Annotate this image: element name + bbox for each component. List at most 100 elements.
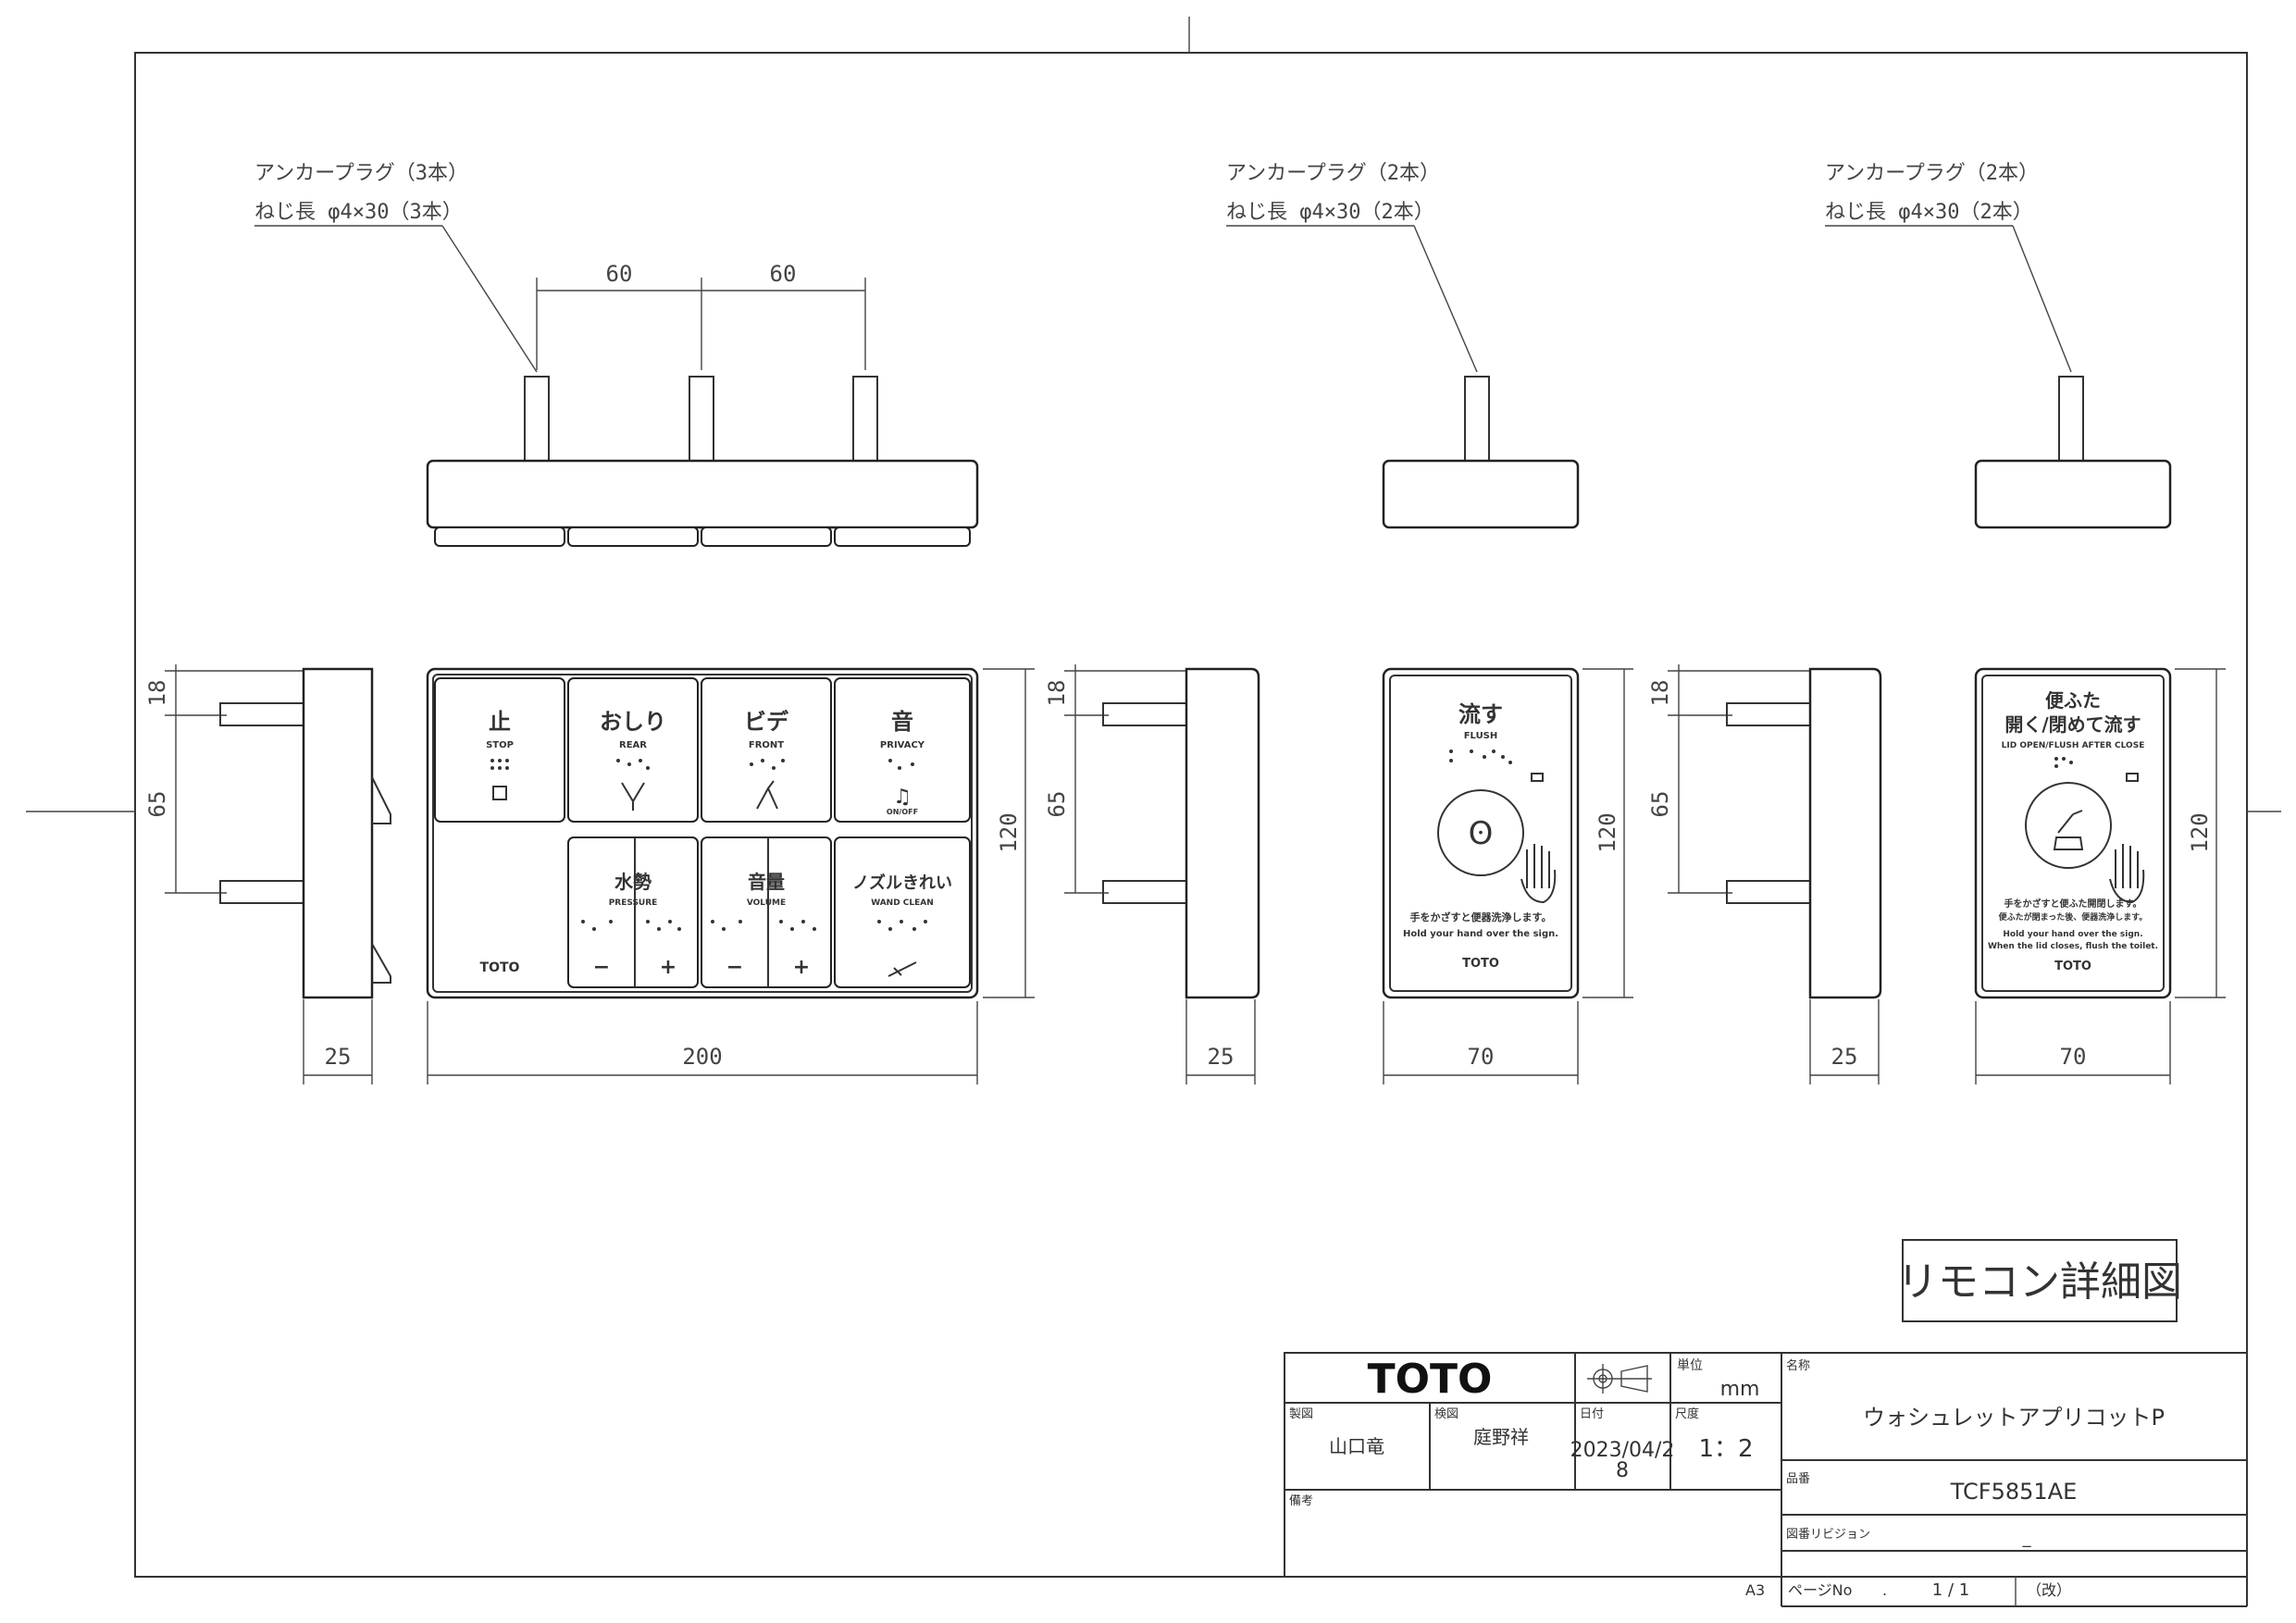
flush-title: 流す (1458, 701, 1503, 727)
lid-jp-1: 手をかざすと便ふた開閉します。 (2004, 898, 2142, 910)
top-view-lid: アンカープラグ（2本） ねじ長 φ4×30（2本） (1825, 162, 2172, 529)
hand-icon-lid (2109, 844, 2145, 904)
button-rear[interactable]: おしり REAR (567, 677, 699, 823)
annotation-screw-left: ねじ長 φ4×30（3本） (254, 201, 463, 224)
braille-dots-lid (2054, 757, 2073, 768)
svg-text:検図: 検図 (1434, 1407, 1458, 1421)
side-view-lid: 18 65 25 (1647, 664, 1882, 1084)
battery-icon-lid (2126, 773, 2139, 782)
logo-main: TOTO (480, 960, 520, 975)
button-privacy[interactable]: 音 PRIVACY ♫ ON/OFF (834, 677, 971, 823)
svg-text:単位: 単位 (1677, 1358, 1703, 1373)
svg-text:日付: 日付 (1580, 1407, 1604, 1421)
top-view-flush: アンカープラグ（2本） ねじ長 φ4×30（2本） (1226, 162, 1580, 529)
svg-text:STOP: STOP (486, 740, 514, 750)
flush-jp-text: 手をかざすと便器洗浄します。 (1410, 911, 1552, 923)
svg-text:品番: 品番 (1786, 1472, 1810, 1486)
svg-text:ON/OFF: ON/OFF (887, 808, 918, 816)
company-logo: TOTO (1368, 1356, 1493, 1403)
wand-clean-icon (887, 961, 917, 977)
drawn-by: 山口竜 (1329, 1435, 1384, 1457)
svg-text:VOLUME: VOLUME (747, 898, 786, 908)
svg-text:尺度: 尺度 (1675, 1406, 1699, 1421)
dim-width-lid: 70 (2060, 1044, 2087, 1070)
dim-height-main: 120 (996, 812, 1022, 852)
dim-height-lid: 120 (2187, 812, 2213, 852)
page-number: 1 / 1 (1932, 1580, 1969, 1600)
projection-symbol (1587, 1364, 1652, 1394)
svg-text:ビデ: ビデ (744, 709, 789, 735)
remote-flush: 流す FLUSH ʘ 手をかざすと便器洗浄します。 Hold your hand… (1382, 667, 1633, 1084)
toilet-lid-icon (2053, 810, 2084, 850)
annotation-plug-left: アンカープラグ（3本） (254, 162, 468, 185)
annotation-screw-right: ねじ長 φ4×30（2本） (1825, 201, 2033, 224)
braille-dots-flush (1449, 750, 1512, 764)
svg-text:音量: 音量 (748, 871, 785, 893)
svg-text:音: 音 (891, 709, 913, 735)
svg-text:.: . (1882, 1581, 1887, 1599)
music-note-icon: ♫ (893, 786, 912, 809)
remote-main: 止 STOP おしり REAR ビデ FRONT 音 PRIVACY ♫ ON/… (426, 667, 1035, 1084)
annotation-screw-mid: ねじ長 φ4×30（2本） (1226, 201, 1434, 224)
button-front[interactable]: ビデ FRONT (701, 677, 832, 823)
dim-anchor-gap-flush: 65 (1044, 791, 1070, 818)
side-view-main: 18 65 25 (144, 664, 391, 1084)
remote-lid: 便ふた 開く/閉めて流す LID OPEN/FLUSH AFTER CLOSE … (1974, 667, 2226, 1084)
button-wand-clean[interactable]: ノズルきれい WAND CLEAN (834, 836, 971, 988)
stop-icon (492, 786, 507, 800)
pressure-minus-icon: − (593, 956, 610, 979)
svg-text:図番リビジョン: 図番リビジョン (1786, 1528, 1870, 1542)
hand-icon (1520, 844, 1557, 904)
lid-en-1: Hold your hand over the sign. (2003, 930, 2142, 939)
lid-sub: LID OPEN/FLUSH AFTER CLOSE (2002, 741, 2145, 750)
product-name: ウォシュレットアプリコットP (1863, 1405, 2165, 1431)
svg-text:REAR: REAR (619, 740, 647, 750)
dim-anchor-gap-lid: 65 (1647, 791, 1673, 818)
svg-text:PRIVACY: PRIVACY (880, 740, 925, 750)
top-view-main: アンカープラグ（3本） ねじ長 φ4×30（3本） 60 60 (254, 162, 979, 547)
svg-text:ページNo: ページNo (1788, 1581, 1852, 1599)
dim-depth-flush: 25 (1208, 1044, 1235, 1070)
scale-value: 1：2 (1698, 1435, 1753, 1463)
volume-minus-icon: − (726, 956, 743, 979)
part-number: TCF5851AE (1950, 1479, 2077, 1505)
logo-flush: TOTO (1462, 957, 1499, 971)
dim-spacing-a: 60 (606, 261, 633, 287)
svg-text:名称: 名称 (1786, 1358, 1810, 1373)
drawing-title: リモコン詳細図 (1897, 1258, 2182, 1306)
svg-text:おしり: おしり (600, 709, 666, 735)
front-wash-icon (756, 780, 778, 810)
svg-text:WAND CLEAN: WAND CLEAN (871, 898, 934, 908)
svg-text:止: 止 (489, 709, 511, 735)
revision-value: _ (2022, 1529, 2032, 1548)
dim-top-offset-lid: 18 (1647, 680, 1673, 707)
svg-text:製図: 製図 (1289, 1407, 1313, 1421)
logo-lid: TOTO (2054, 960, 2091, 973)
svg-text:（改）: （改） (2027, 1581, 2071, 1599)
lid-jp-2: 便ふたが閉まった後、便器洗浄します。 (1999, 911, 2148, 923)
button-pressure[interactable]: 水勢 PRESSURE − + (567, 836, 699, 988)
button-stop[interactable]: 止 STOP (434, 677, 565, 823)
sensor-ring-lid[interactable] (2025, 782, 2112, 869)
braille-dots (490, 759, 927, 931)
sensor-ring[interactable] (1437, 789, 1524, 876)
battery-icon (1531, 773, 1544, 782)
dim-spacing-b: 60 (770, 261, 797, 287)
flush-en-text: Hold your hand over the sign. (1403, 929, 1558, 939)
drawing-title-box: リモコン詳細図 (1897, 1239, 2182, 1322)
svg-text:水勢: 水勢 (614, 871, 652, 893)
annotation-plug-mid: アンカープラグ（2本） (1226, 162, 1440, 185)
lid-title-2: 開く/閉めて流す (2004, 713, 2141, 736)
dim-depth-main: 25 (325, 1044, 352, 1070)
title-block: TOTO 単位 mm 製図 山口竜 検図 庭野祥 日付 2023/04/2 8 … (1284, 1352, 2248, 1607)
dim-width-main: 200 (682, 1044, 722, 1070)
rear-wash-icon (621, 782, 645, 811)
svg-text:ノズルきれい: ノズルきれい (852, 873, 952, 893)
dim-anchor-gap-main: 65 (144, 791, 170, 818)
checked-by: 庭野祥 (1473, 1426, 1529, 1448)
dim-width-flush: 70 (1468, 1044, 1495, 1070)
unit-value: mm (1720, 1378, 1760, 1401)
lid-en-2: When the lid closes, flush the toilet. (1988, 942, 2158, 951)
button-volume[interactable]: 音量 VOLUME − + (701, 836, 832, 988)
